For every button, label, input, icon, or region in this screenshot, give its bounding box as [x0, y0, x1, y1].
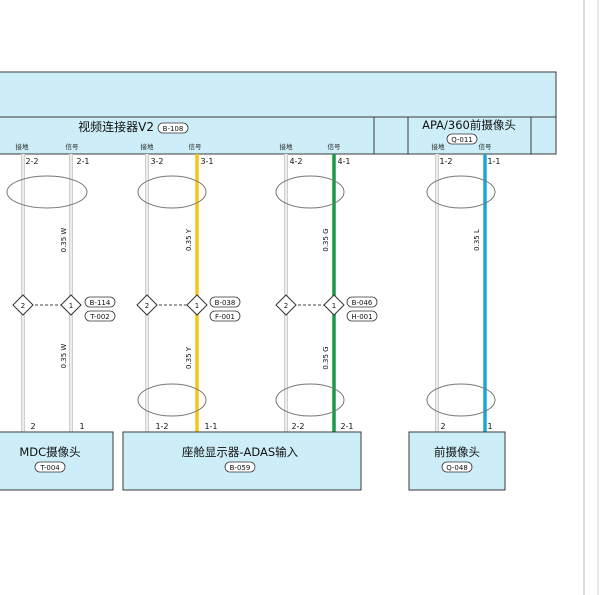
signal-node-label-c: 1 [332, 302, 336, 310]
device-code-cockpit: B-059 [230, 464, 251, 472]
ground-pin-c: 4-2 [289, 157, 302, 166]
signal-node-c [323, 294, 345, 316]
device-name-cockpit: 座舱显示器-ADAS输入 [182, 445, 299, 459]
wire-label-upper-c: 0.35 G [322, 228, 330, 251]
ground-pin-d: 1-2 [439, 157, 452, 166]
bottom-ground-pin-c: 2-2 [291, 422, 304, 431]
ground-node-b [136, 294, 158, 316]
device-mdc-camera: MDC摄像头 T-004 [0, 431, 114, 491]
tag-b2: F-001 [215, 313, 235, 321]
tag-a1: B-114 [90, 299, 111, 307]
apa-connector-code-badge [446, 133, 478, 145]
shield-loop-b-top [137, 175, 207, 209]
bottom-signal-pin-a: 1 [79, 422, 84, 431]
tag-b1: B-038 [215, 299, 236, 307]
tag-badge-b1 [209, 296, 241, 308]
tag-a2: T-002 [89, 313, 110, 321]
tag-badge-c1 [346, 296, 378, 308]
ground-node-label-c: 2 [284, 302, 288, 310]
ground-node-label-b: 2 [145, 302, 149, 310]
signal-node-b [186, 294, 208, 316]
signal-pin-d: 1-1 [487, 157, 500, 166]
tag-c2: H-001 [351, 313, 372, 321]
pin-label-signal-b: 信号 [189, 142, 203, 151]
bottom-signal-pin-b: 1-1 [204, 422, 217, 431]
tag-badge-b2 [209, 310, 241, 322]
apa-connector-name: APA/360前摄像头 [422, 118, 516, 132]
device-code-badge-front [441, 461, 473, 473]
wire-label-upper-b: 0.35 Y [185, 228, 193, 251]
bottom-ground-pin-d: 2 [440, 422, 445, 431]
shield-loop-a [6, 175, 88, 209]
device-box-cockpit [122, 431, 362, 491]
apa-connector-code: Q-011 [451, 136, 473, 144]
shield-loop-d-top [426, 175, 496, 209]
signal-pin-c: 4-1 [337, 157, 350, 166]
signal-pin-b: 3-1 [200, 157, 213, 166]
pin-label-ground-b: 接地 [141, 142, 155, 151]
ground-pin-a: 2-2 [25, 157, 38, 166]
shield-loop-d-bottom [426, 383, 496, 417]
device-cockpit-display: 座舱显示器-ADAS输入 B-059 [122, 431, 362, 491]
signal-node-a [60, 294, 82, 316]
bottom-ground-pin-a: 2 [30, 422, 35, 431]
channel-a: 2-2 2-1 0.35 W 0.35 W 2 1 B-114 T-002 2 … [6, 154, 116, 432]
device-front-camera: 前摄像头 Q-048 [408, 431, 506, 491]
bottom-signal-pin-d: 1 [487, 422, 492, 431]
device-box-front [408, 431, 506, 491]
shield-loop-b-bottom [137, 383, 207, 417]
channel-d: 1-2 1-1 0.35 L 2 1 [426, 154, 501, 432]
ground-pin-b: 3-2 [150, 157, 163, 166]
signal-pin-a: 2-1 [76, 157, 89, 166]
pin-label-signal-d: 信号 [479, 142, 493, 151]
pin-label-signal-c: 信号 [328, 142, 342, 151]
tag-badge-a2 [84, 310, 116, 322]
device-code-badge-cockpit [224, 461, 256, 473]
wire-label-lower-c: 0.35 G [322, 346, 330, 369]
device-code-mdc: T-004 [39, 464, 60, 472]
ground-node-a [12, 294, 34, 316]
device-code-front: Q-048 [446, 464, 468, 472]
bottom-signal-pin-c: 2-1 [340, 422, 353, 431]
device-code-badge-mdc [34, 461, 66, 473]
wire-label-upper-d: 0.35 L [473, 229, 481, 251]
signal-node-label-b: 1 [195, 302, 199, 310]
main-connector-name: 视频连接器V2 [78, 119, 154, 134]
main-connector-code: B-108 [163, 125, 184, 133]
pin-label-ground-a: 接地 [16, 142, 30, 151]
device-name-mdc: MDC摄像头 [19, 445, 80, 459]
bottom-ground-pin-b: 1-2 [155, 422, 168, 431]
tag-badge-c2 [346, 310, 378, 322]
pin-label-signal-a: 信号 [66, 142, 80, 151]
wire-label-lower-b: 0.35 Y [185, 346, 193, 369]
device-box-mdc [0, 431, 114, 491]
shield-loop-c-top [275, 175, 345, 209]
tag-badge-a1 [84, 296, 116, 308]
wire-label-upper-a: 0.35 W [60, 228, 68, 253]
channel-c: 4-2 4-1 0.35 G 0.35 G 2 1 B-046 H-001 2-… [275, 154, 378, 432]
main-connector-code-badge [157, 122, 189, 134]
pin-label-ground-c: 接地 [280, 142, 294, 151]
shield-loop-c-bottom [275, 383, 345, 417]
ground-node-label-a: 2 [21, 302, 25, 310]
pin-label-ground-d: 接地 [432, 142, 446, 151]
device-name-front: 前摄像头 [434, 445, 480, 459]
wire-label-lower-a: 0.35 W [60, 344, 68, 369]
channel-b: 3-2 3-1 0.35 Y 0.35 Y 2 1 B-038 F-001 1-… [136, 154, 241, 432]
tag-c1: B-046 [352, 299, 373, 307]
signal-node-label-a: 1 [69, 302, 73, 310]
ground-node-c [275, 294, 297, 316]
